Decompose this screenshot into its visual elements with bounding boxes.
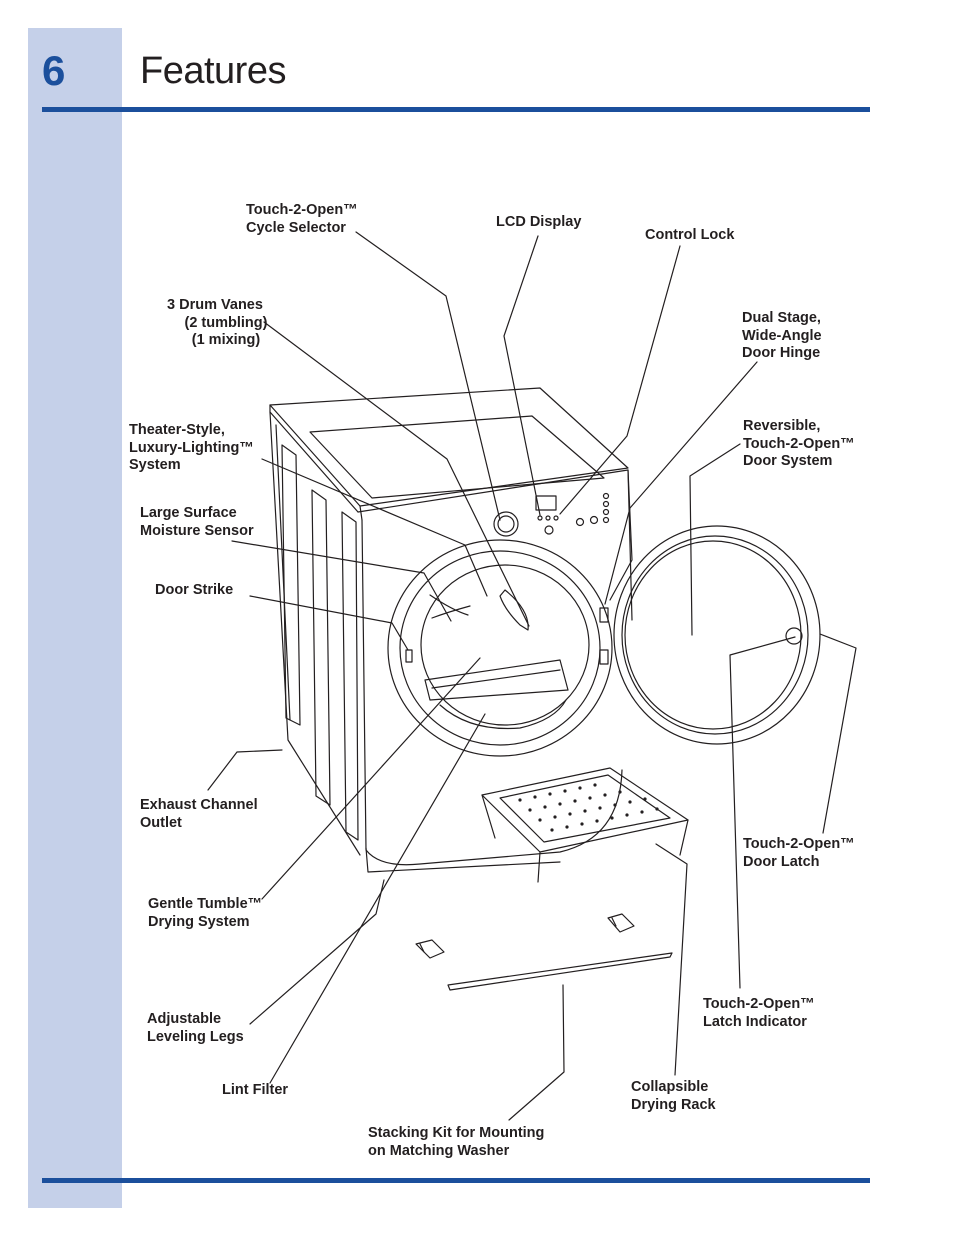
footer-rule (42, 1178, 870, 1183)
header-rule (42, 107, 870, 112)
door-opening (387, 539, 613, 757)
drying-rack-drawing (481, 767, 689, 883)
control-panel (493, 492, 610, 537)
side-band (28, 28, 122, 1208)
label-lint-filter: Lint Filter (222, 1082, 289, 1098)
label-door-strike: Door Strike (155, 582, 234, 598)
page-number: 6 (42, 47, 66, 94)
label-control-lock: Control Lock (645, 227, 735, 243)
open-door (599, 525, 821, 745)
stacking-kit-drawing (415, 913, 673, 991)
cabinet-side (269, 411, 361, 856)
page-title: Features (140, 50, 286, 92)
cabinet-top (269, 387, 629, 521)
label-lcd-display: LCD Display (496, 214, 582, 230)
cabinet-front (357, 469, 633, 873)
leader-lines (207, 231, 857, 1121)
label-drum-vanes: 3 Drum Vanes (2 tumbling) (1 mixing) (167, 297, 268, 348)
rack-mesh (518, 783, 659, 832)
